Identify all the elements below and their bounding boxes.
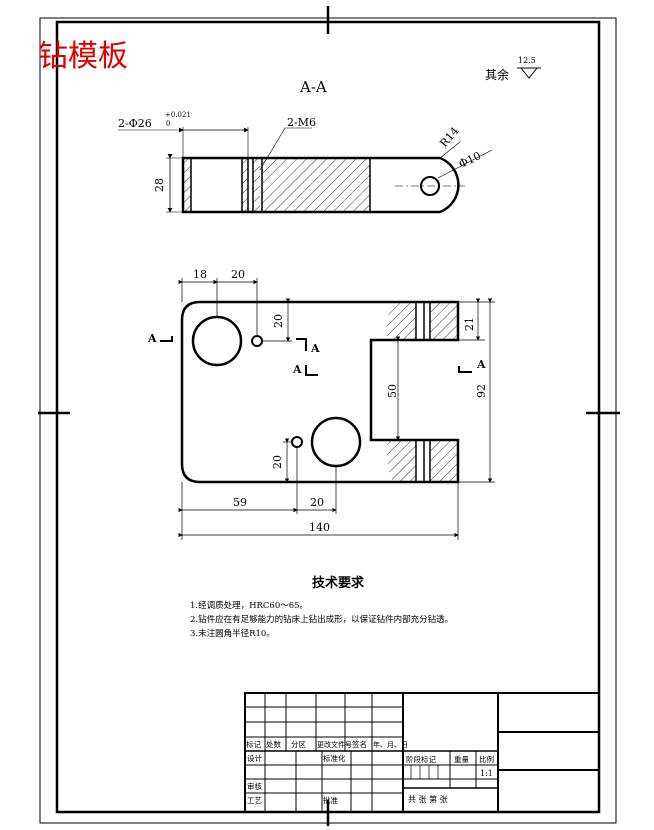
dim-small-dia: Φ10: [457, 149, 483, 171]
tb-label-mark: 标记: [246, 739, 261, 749]
tb-weight: 重量: [454, 755, 469, 764]
dim-20-bottom: 20: [310, 496, 324, 509]
dim-20-top: 20: [231, 268, 245, 281]
tb-design: 设计: [247, 753, 262, 763]
dim-thickness: 28: [153, 178, 166, 192]
dim-small-holes: 2-M6: [287, 116, 316, 129]
section-label: A-A: [299, 78, 327, 96]
dim-hole-tol-upper: +0.021: [165, 111, 191, 119]
tb-process: 工艺: [247, 796, 262, 805]
tb-scale: 比例: [479, 754, 494, 764]
dim-radius: R14: [437, 125, 461, 150]
tb-label-sign: 签名: [352, 739, 367, 749]
tech-req-item-3: 3.未注圆角半径R10。: [190, 628, 275, 639]
dim-20-vert-bottom: 20: [271, 455, 284, 469]
tb-scale-value: 1:1: [480, 769, 493, 778]
section-mark-center-2: A: [292, 363, 302, 376]
roughness-symbol: 其余 12.5: [485, 56, 541, 82]
section-mark-left: A: [147, 332, 157, 345]
tb-approve: 批准: [323, 795, 338, 805]
tech-req-item-2: 2.钻件应在有足够能力的钻床上钻出成形，以保证钻件内部充分钻透。: [190, 614, 453, 625]
dim-140: 140: [309, 521, 330, 534]
tb-label-zone: 分区: [291, 740, 306, 749]
plan-dimensions: [178, 278, 495, 540]
dim-hole-spec: 2-Φ26: [118, 117, 152, 130]
tech-req-item-1: 1.经调质处理，HRC60～65。: [190, 600, 308, 611]
roughness-label: 其余: [485, 67, 509, 82]
tb-label-change-doc: 更改文件号: [317, 740, 352, 749]
tb-standardize: 标准化: [323, 753, 346, 763]
dim-50: 50: [386, 384, 399, 398]
corner-title: 钻模板: [38, 39, 128, 74]
plan-view: [160, 300, 472, 484]
section-mark-center-1: A: [310, 342, 320, 355]
dim-20-vert-top: 20: [272, 314, 285, 328]
dim-hole-tol-lower: 0: [166, 120, 170, 128]
title-block: [244, 692, 600, 813]
tech-req-title: 技术要求: [312, 575, 365, 591]
tb-label-count: 处数: [266, 739, 281, 749]
section-view: [118, 127, 493, 214]
tb-sheets: 共 张 第 张: [408, 794, 448, 804]
dim-18: 18: [193, 268, 207, 281]
dim-21: 21: [463, 317, 476, 331]
dim-59: 59: [233, 496, 247, 509]
tb-label-date: 年、月、日: [373, 740, 408, 749]
dim-92: 92: [475, 384, 488, 398]
tb-stage-mark: 阶段标记: [406, 754, 436, 764]
tb-review: 审核: [247, 781, 262, 791]
section-mark-right: A: [476, 358, 486, 371]
roughness-value: 12.5: [518, 56, 536, 65]
